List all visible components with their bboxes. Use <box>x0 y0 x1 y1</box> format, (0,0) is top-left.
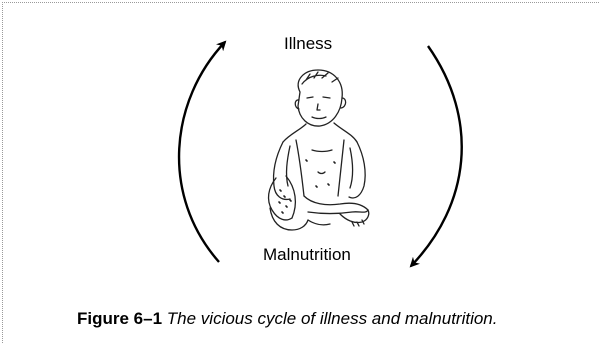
malnutrition-label: Malnutrition <box>263 245 351 265</box>
arrow-malnutrition-to-illness <box>179 42 225 262</box>
caption-text: The vicious cycle of illness and malnutr… <box>167 309 498 328</box>
figure-caption: Figure 6–1 The vicious cycle of illness … <box>77 309 497 329</box>
child-illustration <box>269 70 369 230</box>
arrow-illness-to-malnutrition <box>411 46 462 266</box>
figure-number: Figure 6–1 <box>77 309 162 328</box>
illness-label: Illness <box>284 34 332 54</box>
